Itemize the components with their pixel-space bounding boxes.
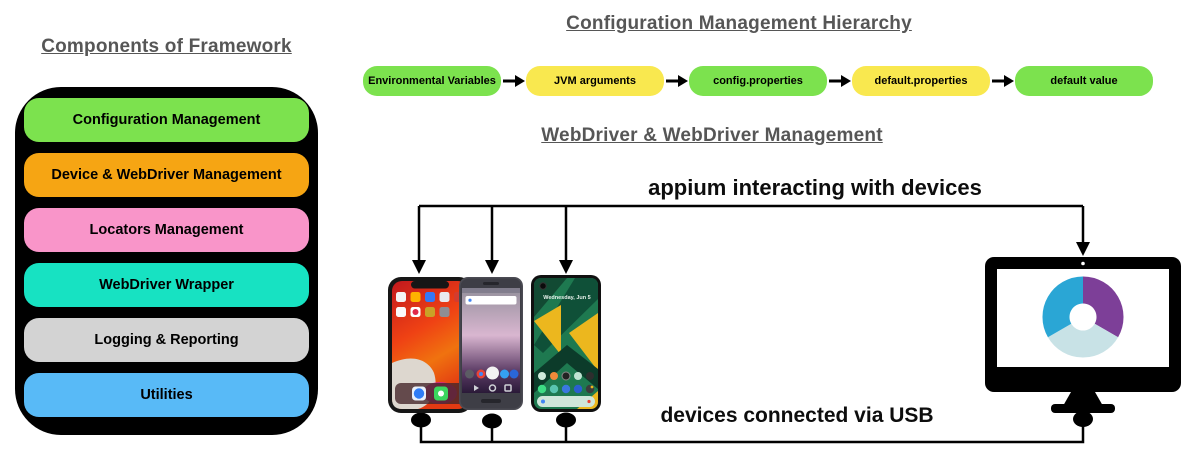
webdriver-title: WebDriver & WebDriver Management bbox=[541, 125, 883, 146]
appium-interaction-label: appium interacting with devices bbox=[648, 175, 982, 200]
hierarchy-flow: Environmental Variables JVM arguments co… bbox=[363, 66, 1153, 96]
iphone-dock bbox=[395, 383, 465, 404]
usb-plug-dot bbox=[556, 412, 576, 428]
monitor-base bbox=[1051, 404, 1115, 413]
usb-plug-dot bbox=[482, 413, 502, 429]
hierarchy-title: Configuration Management Hierarchy bbox=[566, 13, 912, 34]
step-environmental-variables: Environmental Variables bbox=[363, 66, 501, 96]
step-default-properties: default.properties bbox=[852, 66, 990, 96]
components-panel: Configuration Management Device & WebDri… bbox=[15, 87, 318, 435]
pixel-device-image: Wednesday, Jun 5 bbox=[531, 275, 601, 412]
pixel-app-icons bbox=[537, 371, 595, 394]
component-configuration-management: Configuration Management bbox=[24, 98, 309, 142]
usb-plug-dot bbox=[411, 412, 431, 428]
nexus-dock-icons bbox=[465, 366, 519, 380]
appium-monitor-image bbox=[985, 257, 1181, 413]
flow-arrow-icon bbox=[827, 74, 852, 88]
component-device-webdriver-management: Device & WebDriver Management bbox=[24, 153, 309, 197]
components-title: Components of Framework bbox=[41, 36, 292, 57]
nexus-device-image bbox=[459, 277, 523, 410]
iphone-notch bbox=[411, 281, 449, 289]
flow-arrow-icon bbox=[664, 74, 689, 88]
iphone-app-icons bbox=[396, 292, 464, 317]
down-arrow-icon bbox=[559, 260, 573, 274]
iphone-device-image bbox=[388, 277, 472, 413]
nexus-nav-buttons bbox=[474, 384, 512, 392]
nexus-search-bar bbox=[465, 296, 517, 305]
flow-arrow-icon bbox=[501, 74, 526, 88]
flow-arrow-icon bbox=[990, 74, 1015, 88]
step-default-value: default value bbox=[1015, 66, 1153, 96]
component-logging-reporting: Logging & Reporting bbox=[24, 318, 309, 362]
component-utilities: Utilities bbox=[24, 373, 309, 417]
usb-connection-label: devices connected via USB bbox=[660, 404, 934, 427]
step-config-properties: config.properties bbox=[689, 66, 827, 96]
usb-plug-dot bbox=[1073, 411, 1093, 427]
down-arrow-icon bbox=[485, 260, 499, 274]
component-webdriver-wrapper: WebDriver Wrapper bbox=[24, 263, 309, 307]
down-arrow-icon bbox=[412, 260, 426, 274]
pixel-camera-hole bbox=[539, 282, 547, 290]
pixel-date-text: Wednesday, Jun 5 bbox=[543, 295, 590, 301]
pixel-search-bar bbox=[537, 396, 595, 407]
monitor-stand bbox=[1063, 392, 1103, 406]
down-arrow-icon bbox=[1076, 242, 1090, 256]
appium-logo-icon bbox=[1042, 276, 1124, 358]
component-locators-management: Locators Management bbox=[24, 208, 309, 252]
step-jvm-arguments: JVM arguments bbox=[526, 66, 664, 96]
monitor-camera-dot bbox=[1081, 261, 1085, 266]
